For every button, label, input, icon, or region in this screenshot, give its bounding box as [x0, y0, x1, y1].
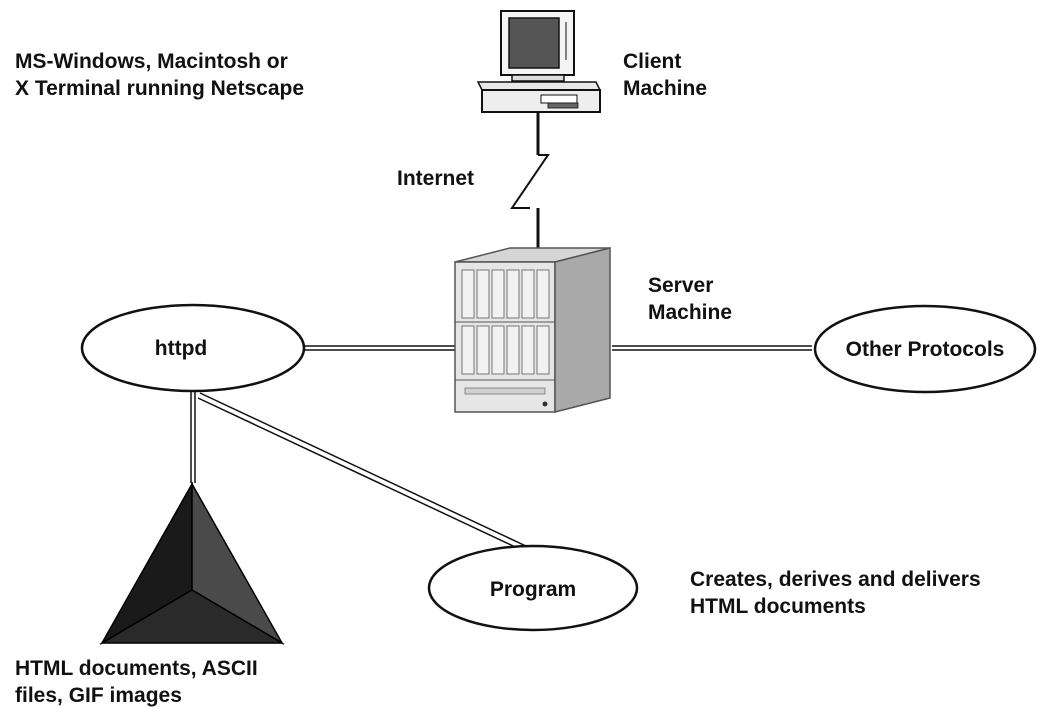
server-machine-label-line-1: Server: [648, 274, 714, 297]
httpd-documents-link: [190, 392, 196, 483]
other-protocols-label: Other Protocols: [846, 338, 1005, 361]
program-label: Program: [490, 578, 576, 601]
server-cabinet-icon: [454, 247, 611, 413]
client-machine-label-line-1: Client: [623, 50, 682, 73]
internet-link: [510, 113, 550, 252]
internet-label: Internet: [397, 165, 474, 192]
program-description: Creates, derives and delivers HTML docum…: [690, 566, 981, 620]
client-machine-label: Client Machine: [623, 48, 707, 102]
connectors: [190, 113, 812, 553]
documents-description-line-1: HTML documents, ASCII: [15, 657, 258, 680]
client-description-line-2: X Terminal running Netscape: [15, 77, 305, 100]
documents-pyramid-icon: [99, 481, 285, 646]
client-computer-icon: [476, 10, 602, 113]
internet-label-text: Internet: [397, 167, 475, 190]
httpd-label: httpd: [155, 337, 207, 360]
server-machine-label: Server Machine: [648, 272, 732, 326]
client-machine-label-line-2: Machine: [623, 77, 708, 100]
server-machine-label-line-2: Machine: [648, 301, 733, 324]
client-description: MS-Windows, Macintosh or X Terminal runn…: [15, 48, 304, 102]
program-description-line-2: HTML documents: [690, 595, 866, 618]
documents-description: HTML documents, ASCII files, GIF images: [15, 655, 258, 709]
client-description-line-1: MS-Windows, Macintosh or: [15, 50, 288, 73]
program-node: Program: [427, 544, 639, 632]
httpd-program-link: [197, 392, 529, 553]
documents-description-line-2: files, GIF images: [15, 684, 182, 707]
httpd-server-link: [305, 345, 462, 351]
server-protocols-link: [612, 345, 812, 351]
other-protocols-node: Other Protocols: [813, 304, 1037, 394]
program-description-line-1: Creates, derives and delivers: [690, 568, 981, 591]
httpd-node: httpd: [80, 303, 306, 393]
